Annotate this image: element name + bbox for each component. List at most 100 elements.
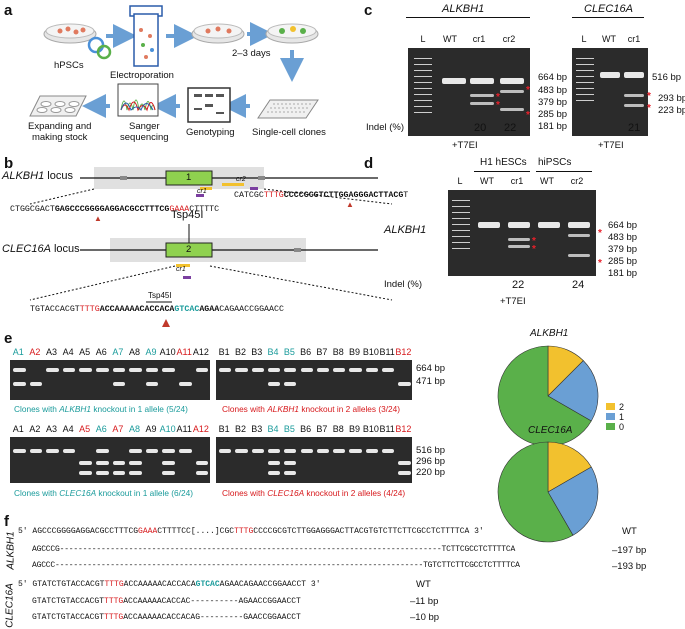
f-alkbh1-wt: 5′ AGCCCGGGGAGGACGCCTTTCGGAAACTTTTCC[...… [18, 527, 484, 536]
pie-legend: 2 1 0 [606, 402, 624, 432]
indel-c-cr2: 22 [504, 122, 517, 134]
cleavage-star: * [526, 110, 530, 121]
gel-band [179, 449, 192, 453]
cr1-label: cr1 [197, 188, 207, 195]
clone-lane-label: A11 [176, 347, 192, 357]
gel-band [349, 368, 362, 372]
cleavage-star: * [598, 228, 602, 239]
pie-slice-1 [547, 360, 599, 422]
caption-alkbh1-2: Clones with ALKBH1 knockout in 2 alleles… [222, 404, 401, 414]
gel-band [219, 449, 232, 453]
indel-label-d: Indel (%) [384, 279, 423, 290]
genotyping-label: Genotyping [186, 127, 235, 138]
clone-lane-label: B12 [395, 347, 412, 357]
clone-lane-label: A1 [12, 424, 24, 434]
clone-lane-label: A2 [29, 347, 41, 357]
culture-dish-icon [191, 23, 245, 44]
group-h1: H1 hESCs [480, 157, 527, 168]
gel-band [145, 449, 159, 453]
exon-1-label: 1 [186, 172, 192, 183]
gel-band [96, 449, 109, 453]
legend-swatch-2 [606, 403, 615, 410]
clone-lane-label: B11 [379, 424, 395, 434]
gel-band [129, 449, 142, 453]
sanger-label: Sanger sequencing [120, 121, 169, 143]
clone-lane-label: A12 [192, 424, 209, 434]
gel-band [316, 449, 330, 453]
clone-lane-label: A4 [62, 347, 74, 357]
panel-b-label: b [4, 155, 14, 172]
clone-gel-row2-a [10, 437, 210, 483]
e-size-664: 664 bp [416, 363, 446, 374]
gel-band [112, 368, 126, 372]
gel-band [29, 382, 43, 386]
days-label: 2–3 days [232, 48, 271, 59]
gel-d-gene: ALKBH1 [384, 224, 427, 236]
gel-band [179, 382, 192, 386]
f-clec16a-wt-tag: WT [416, 579, 431, 590]
clone-lane-label: A10 [159, 347, 176, 357]
clone-gel-row1-b [216, 360, 412, 400]
pie-slice-0 [497, 345, 592, 447]
gel-image-d [448, 190, 596, 276]
gel-band [398, 382, 411, 386]
panel-f-label: f [4, 513, 9, 530]
gel-band [349, 449, 362, 453]
gel-band [333, 368, 346, 372]
size-483: 483 bp [538, 85, 568, 96]
gel-band [96, 461, 109, 465]
gel-band [79, 461, 92, 465]
gel-band [62, 449, 76, 453]
panel-c-label: c [364, 2, 373, 19]
caption-alkbh1-1: Clones with ALKBH1 knockout in 1 allele … [14, 404, 188, 414]
cleavage-star: * [647, 103, 651, 114]
size-664: 664 bp [538, 72, 568, 83]
cleavage-star: * [496, 92, 500, 103]
gel-band [46, 449, 59, 453]
t7ei-d: +T7EI [500, 296, 526, 307]
gel-band [267, 449, 281, 453]
clone-lane-label: A3 [45, 424, 57, 434]
gel-band [365, 368, 378, 372]
clone-lane-label: A6 [95, 347, 107, 357]
clec16a-sequence: TGTACCACGTTTTGACCAAAAACACCACAGTCACAGAACA… [30, 305, 284, 314]
clone-lane-label: A6 [95, 424, 107, 434]
legend-swatch-0 [606, 423, 615, 430]
gel-band [46, 368, 59, 372]
clone-lane-label: B10 [362, 347, 379, 357]
caption-clec16a-2: Clones with CLEC16A knockout in 2 allele… [222, 488, 406, 498]
t7ei-c2: +T7EI [598, 140, 624, 151]
cut-site-marker: ▲ [94, 214, 102, 223]
gel-band [162, 471, 175, 475]
gel-band [162, 461, 175, 465]
clone-lane-label: A4 [62, 424, 74, 434]
gel-band [284, 461, 297, 465]
indel-c-cr1: 20 [474, 122, 487, 134]
f-alkbh1-wt-tag: WT [622, 526, 637, 537]
gel-band [195, 471, 209, 475]
clone-lane-label: A1 [12, 347, 24, 357]
clone-lane-label: A3 [45, 347, 57, 357]
selected-dish-icon [265, 23, 319, 44]
pie-slice-2 [547, 441, 592, 493]
gel-image-c2 [572, 48, 648, 136]
pie-chart-alkbh1 [497, 345, 599, 447]
gel-band [284, 471, 297, 475]
gel-band [251, 368, 264, 372]
clone-lane-label: A7 [112, 424, 124, 434]
clone-lane-label: A8 [128, 347, 140, 357]
group-hipsc: hiPSCs [538, 157, 572, 168]
clone-lane-label: B5 [283, 347, 295, 357]
panel-d-label: d [364, 155, 374, 172]
alkbh1-gel-title: ALKBH1 [442, 3, 485, 15]
e-size-220: 220 bp [416, 467, 446, 478]
pie-alkbh1-title: ALKBH1 [530, 328, 569, 339]
alkbh1-right-sequence: CATCGCTTTGCCCCGCGTCTTGGAGGGACTTACGT [234, 191, 409, 200]
gel-band [284, 449, 297, 453]
clec16a-gel-title: CLEC16A [584, 3, 633, 15]
gel-band [145, 368, 159, 372]
t7ei-c1: +T7EI [452, 140, 478, 151]
clone-lane-label: B8 [332, 424, 344, 434]
